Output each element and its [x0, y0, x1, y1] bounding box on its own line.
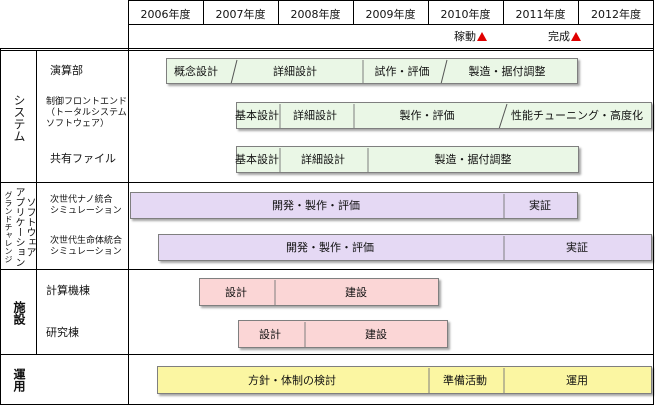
year-label-2007: 2007年度 — [215, 8, 266, 21]
phase-detail-design: 詳細設計 — [301, 153, 345, 166]
year-label-2009: 2009年度 — [365, 8, 416, 21]
grid-line — [0, 50, 654, 51]
row-label-line: シミュレーション — [50, 247, 122, 257]
grid-line — [0, 48, 1, 405]
grid-line — [0, 354, 654, 355]
row-label-line: 次世代生命体統合 — [50, 236, 123, 246]
phase-design: 設計 — [225, 286, 247, 299]
bar-frontend — [236, 102, 652, 129]
category-label-line: グランドチャレンジ — [4, 190, 13, 263]
grid-line — [278, 0, 279, 25]
bar-shared-file — [236, 146, 579, 173]
milestone-completion: 完成 — [548, 30, 581, 44]
row-label-compute: 演算部 — [50, 64, 83, 77]
year-label-2010: 2010年度 — [440, 8, 491, 21]
grid-line — [503, 0, 504, 25]
phase-operation: 運用 — [566, 374, 588, 387]
phase-dividers — [503, 194, 505, 218]
grid-line — [203, 0, 204, 25]
phase-construction: 建設 — [365, 328, 387, 341]
milestone-label: 完成 — [548, 30, 570, 43]
row-label-line: （トータルシステム — [46, 108, 127, 118]
category-label: 運用 — [12, 368, 26, 392]
phase-dividers — [279, 103, 508, 128]
row-label-compute-building: 計算機棟 — [46, 284, 90, 297]
phase-verification: 実証 — [566, 241, 588, 254]
phase-dividers — [304, 322, 306, 347]
year-label-2008: 2008年度 — [290, 8, 341, 21]
phase-detail-design: 詳細設計 — [293, 109, 337, 122]
row-label-life: 次世代生命体統合 シミュレーション — [50, 236, 122, 258]
bar-compute-building — [199, 278, 439, 306]
phase-dividers — [503, 236, 505, 260]
year-label-2006: 2006年度 — [140, 8, 191, 21]
grid-line — [128, 24, 654, 25]
milestone-operation-start: 稼動 — [454, 30, 487, 44]
grid-line — [0, 269, 654, 270]
bar-life — [158, 234, 652, 261]
bar-compute — [166, 58, 578, 84]
phase-preparation: 準備活動 — [443, 374, 487, 387]
milestone-label: 稼動 — [454, 30, 476, 43]
category-label-line: アプリケーション — [13, 186, 24, 267]
phase-verification: 実証 — [529, 199, 551, 212]
row-label-frontend: 制御フロントエンド （トータルシステム ソフトウェア） — [46, 97, 127, 130]
phase-dividers — [428, 368, 505, 393]
grid-line — [36, 50, 37, 355]
phase-dividers — [279, 148, 369, 172]
row-label-nano: 次世代ナノ統合 シミュレーション — [50, 195, 122, 217]
bar-nano — [130, 192, 578, 219]
grid-line — [428, 0, 429, 25]
phase-basic-design: 基本設計 — [235, 109, 279, 122]
grid-line — [353, 0, 354, 25]
phase-dividers — [230, 59, 448, 83]
category-software: ソフトウェア アプリケーション グランドチャレンジ — [2, 183, 36, 270]
red-triangle-icon — [477, 32, 487, 41]
category-label: システム — [12, 94, 26, 142]
grid-line — [0, 182, 654, 183]
category-operation: 運用 — [2, 355, 36, 405]
red-triangle-icon — [571, 32, 581, 41]
phase-dividers — [274, 280, 276, 305]
grid-line — [128, 0, 129, 405]
bar-research-building — [238, 320, 448, 348]
phase-concept-design: 概念設計 — [174, 65, 218, 78]
phase-design: 設計 — [259, 328, 281, 341]
row-label-line: ソフトウェア） — [46, 119, 110, 129]
category-label-line: ソフトウェア — [24, 196, 35, 257]
phase-develop-build-eval: 開発・製作・評価 — [272, 199, 360, 212]
phase-tuning: 性能チューニング・高度化 — [511, 109, 643, 122]
year-label-2012: 2012年度 — [591, 8, 641, 21]
category-system: システム — [2, 53, 36, 183]
phase-build-eval: 製作・評価 — [399, 109, 455, 122]
row-label-line: シミュレーション — [50, 206, 122, 216]
grid-line — [578, 0, 579, 25]
phase-prototype-eval: 試作・評価 — [374, 65, 430, 78]
row-label-line: 次世代ナノ統合 — [50, 195, 113, 205]
phase-manufacture-install: 製造・据付調整 — [468, 65, 546, 78]
phase-develop-build-eval: 開発・製作・評価 — [286, 241, 374, 254]
phase-policy-review: 方針・体制の検討 — [248, 374, 336, 387]
category-facility: 施設 — [2, 271, 36, 354]
category-label: 施設 — [12, 300, 26, 325]
row-label-line: 制御フロントエンド — [46, 97, 128, 107]
phase-manufacture-install: 製造・据付調整 — [434, 153, 512, 166]
bar-operation — [157, 366, 652, 394]
row-label-shared-file: 共有ファイル — [50, 152, 116, 165]
phase-basic-design: 基本設計 — [235, 153, 279, 166]
phase-detail-design: 詳細設計 — [273, 65, 317, 78]
grid-line — [128, 0, 654, 1]
phase-construction: 建設 — [345, 286, 367, 299]
grid-line — [0, 48, 654, 49]
row-label-research-building: 研究棟 — [46, 326, 79, 339]
grid-line — [653, 0, 654, 405]
year-label-2011: 2011年度 — [515, 8, 566, 21]
